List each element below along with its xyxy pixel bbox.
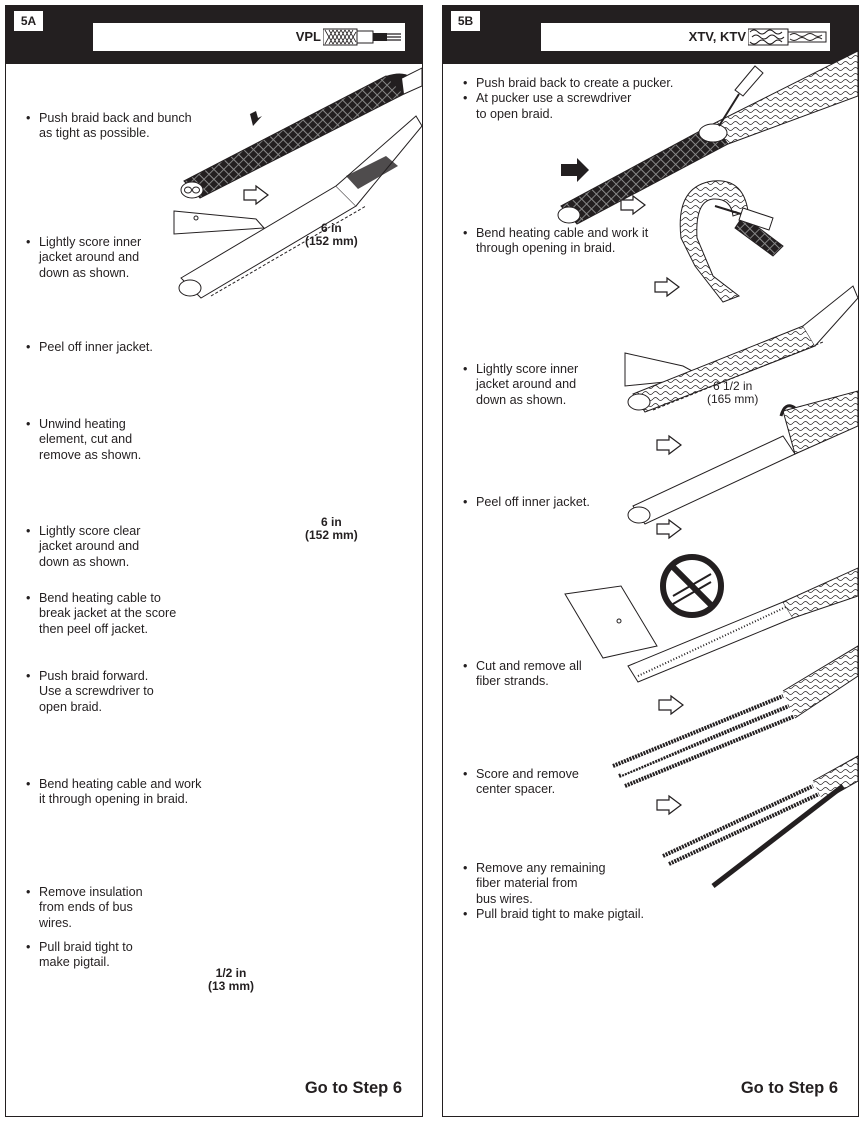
prohibited-icon: [660, 554, 724, 618]
flow-arrow-icon: [656, 795, 682, 815]
panel-5b: 5B XTV, KTV Push braid back to create a …: [442, 5, 859, 1117]
cable-cross-section-icon: [748, 28, 827, 46]
dimension-label: 1/2 in(13 mm): [208, 966, 255, 993]
instruction-1: Push braid back to create a pucker. At p…: [461, 76, 673, 122]
cut-fibers-illustration: [564, 567, 858, 683]
flow-arrow-icon: [654, 277, 680, 297]
push-arrow-icon: [246, 111, 262, 126]
dimension-label: 6 in(152 mm): [305, 515, 358, 542]
flow-arrow-icon: [658, 695, 684, 715]
knife-scoring-illustration: [173, 115, 422, 299]
screwdriver-icon: [714, 205, 774, 231]
center-spacer-illustration: [612, 645, 858, 788]
step-id-badge: 5B: [451, 11, 480, 31]
dimension-label: 6 1/2 in(165 mm): [707, 379, 759, 406]
instruction-3: Peel off inner jacket.: [24, 340, 153, 356]
cable-cross-section-icon: [323, 28, 401, 46]
panel-5a-illustrations: [173, 67, 422, 299]
panel-5b-illustrations: [557, 50, 858, 888]
knife-icon: [802, 285, 858, 347]
instruction-5: Peel off inner jacket.: [461, 495, 590, 511]
braided-cable-illustration: [180, 67, 422, 199]
panel-header: 5A VPL: [6, 6, 422, 64]
knife-scoring-illustration: [624, 285, 858, 413]
pigtail-illustration: [662, 755, 858, 888]
dimension-label: 6 in(152 mm): [305, 221, 358, 248]
knife-icon: [173, 210, 266, 235]
panel-header: 5B XTV, KTV: [443, 6, 858, 64]
cable-type-label: VPL: [93, 23, 405, 51]
screwdriver-icon: [718, 65, 764, 127]
flow-arrow-icon: [243, 185, 269, 205]
peel-jacket-illustration: [627, 390, 858, 525]
braided-cable-illustration: [557, 50, 858, 225]
cable-type-label: XTV, KTV: [541, 23, 830, 51]
go-to-step-link[interactable]: Go to Step 6: [740, 1079, 838, 1097]
flow-arrow-icon: [656, 519, 682, 539]
go-to-step-link[interactable]: Go to Step 6: [304, 1079, 402, 1097]
bend-through-braid-illustration: [679, 180, 784, 303]
push-arrow-icon: [561, 158, 589, 182]
flow-arrow-icon: [656, 435, 682, 455]
step-id-badge: 5A: [14, 11, 43, 31]
cable-type-name: VPL: [295, 29, 321, 44]
cable-type-name: XTV, KTV: [688, 29, 746, 44]
instruction-7: Push braid forward.Use a screwdriver too…: [24, 669, 154, 715]
